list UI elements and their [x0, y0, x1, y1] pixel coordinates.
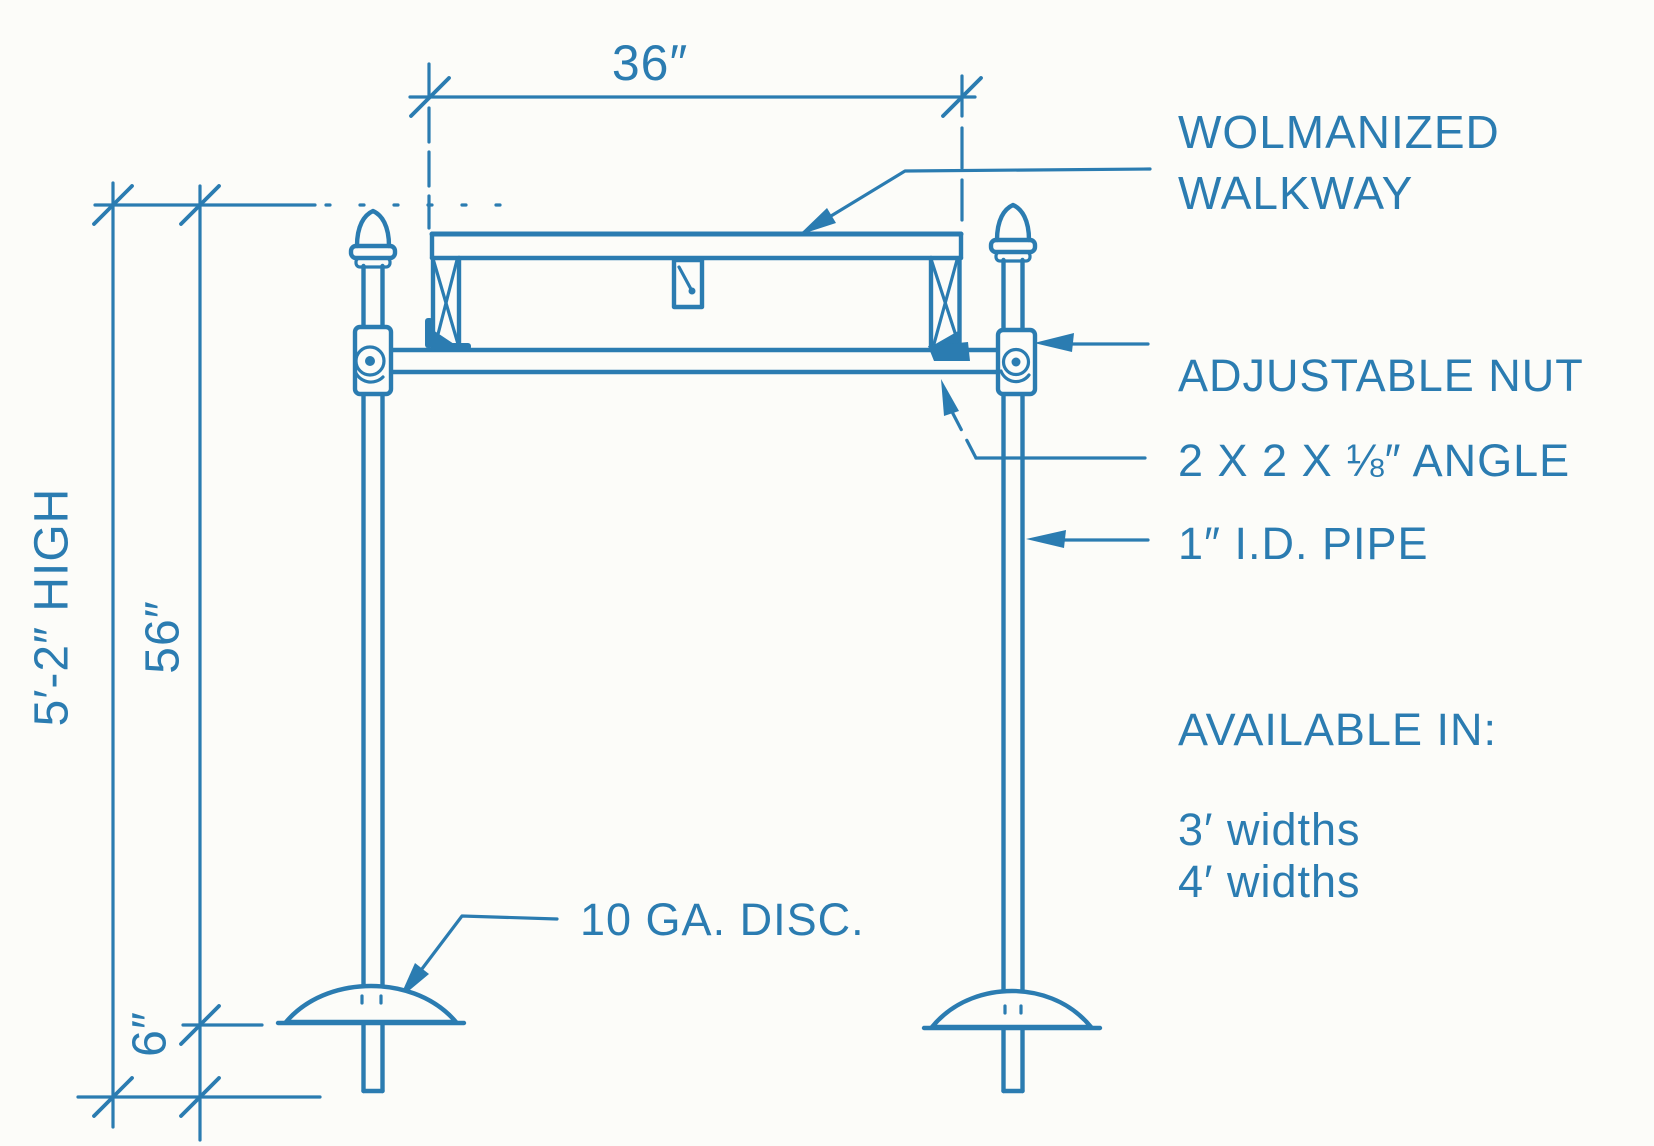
right-adjustable-nut	[995, 327, 1038, 397]
dim-label-overall-height: 5′-2″ HIGH	[25, 487, 79, 727]
leader-angle-arrow	[941, 379, 959, 416]
leader-pipe-arrow	[1026, 530, 1066, 548]
dim-label-56: 56″	[136, 600, 190, 674]
middle-cleat	[671, 257, 705, 310]
left-disc	[275, 983, 467, 1026]
availability-option-3ft: 3′ widths	[1178, 804, 1361, 855]
right-finial-collar	[988, 237, 1038, 255]
right-disc	[921, 988, 1103, 1031]
availability-heading: AVAILABLE IN:	[1178, 704, 1497, 755]
left-adjustable-nut	[352, 324, 394, 397]
left-end-joist	[425, 255, 471, 351]
callout-adjustable-nut: ADJUSTABLE NUT	[1178, 350, 1584, 401]
callout-walkway: WOLMANIZED WALKWAY	[1178, 106, 1500, 219]
dimension-top-group	[408, 62, 983, 232]
callout-angle: 2 X 2 X ⅛″ ANGLE	[1178, 435, 1571, 486]
dim-label-6: 6″	[123, 1011, 177, 1057]
dim-ticks-top	[409, 76, 983, 118]
callout-pipe: 1″ I.D. PIPE	[1178, 518, 1429, 569]
leader-lines	[399, 167, 1152, 999]
dim-ticks-left	[92, 184, 221, 1118]
leader-walkway	[801, 167, 1152, 235]
leader-disc	[401, 914, 559, 996]
leader-nut-arrow	[1034, 333, 1074, 352]
right-finial-dome	[994, 202, 1032, 243]
right-post	[988, 202, 1038, 1094]
leader-walkway-arrow	[799, 208, 836, 235]
angle-bar	[385, 347, 1003, 375]
left-finial-dome	[354, 208, 392, 249]
left-finial-collar	[348, 243, 398, 261]
dimension-left-group	[76, 181, 502, 1142]
dim-label-36: 36″	[611, 35, 689, 91]
walkway-plank	[425, 231, 970, 361]
availability-option-4ft: 4′ widths	[1178, 856, 1361, 907]
callout-disc: 10 GA. DISC.	[580, 894, 865, 945]
right-end-joist	[928, 255, 970, 361]
left-post	[348, 208, 398, 1094]
